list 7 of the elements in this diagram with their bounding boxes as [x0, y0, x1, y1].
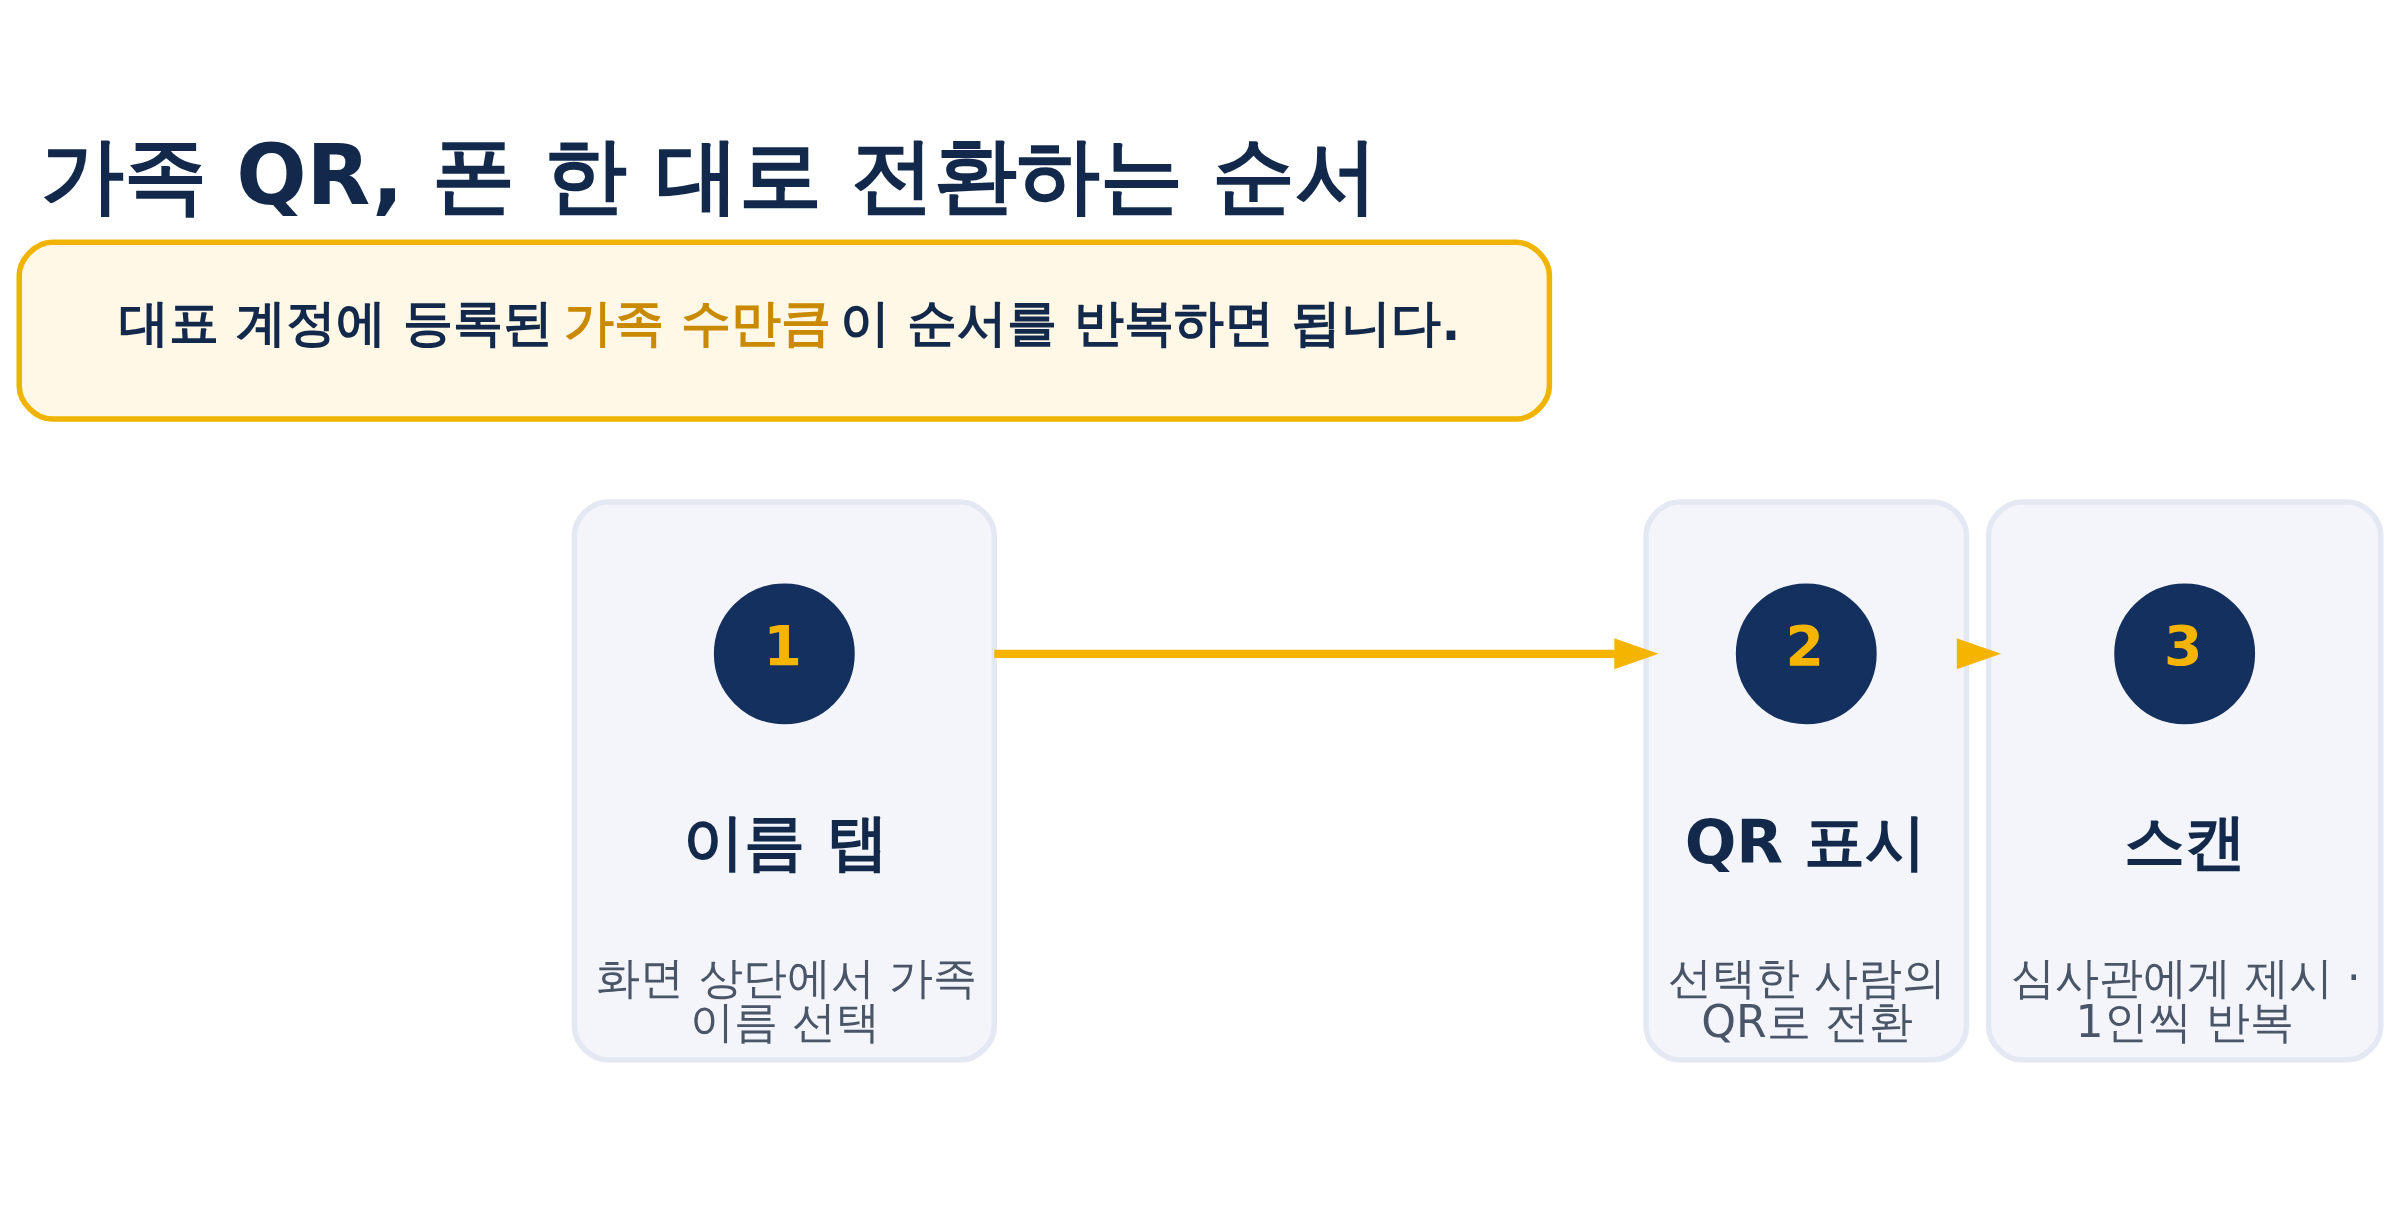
- node-box: 대표 계정에 등록된 가족 수만큼 이 순서를 반복하면 됩니다.: [16, 239, 1553, 422]
- arrow: [1956, 637, 2002, 669]
- node-circle: 2: [1735, 582, 1877, 724]
- node-circle: 3: [2114, 582, 2256, 724]
- arrow: [994, 637, 1659, 669]
- diagram-title: 가족 QR, 폰 한 대로 전환하는 순서: [41, 126, 1378, 224]
- node-circle: 1: [713, 582, 855, 724]
